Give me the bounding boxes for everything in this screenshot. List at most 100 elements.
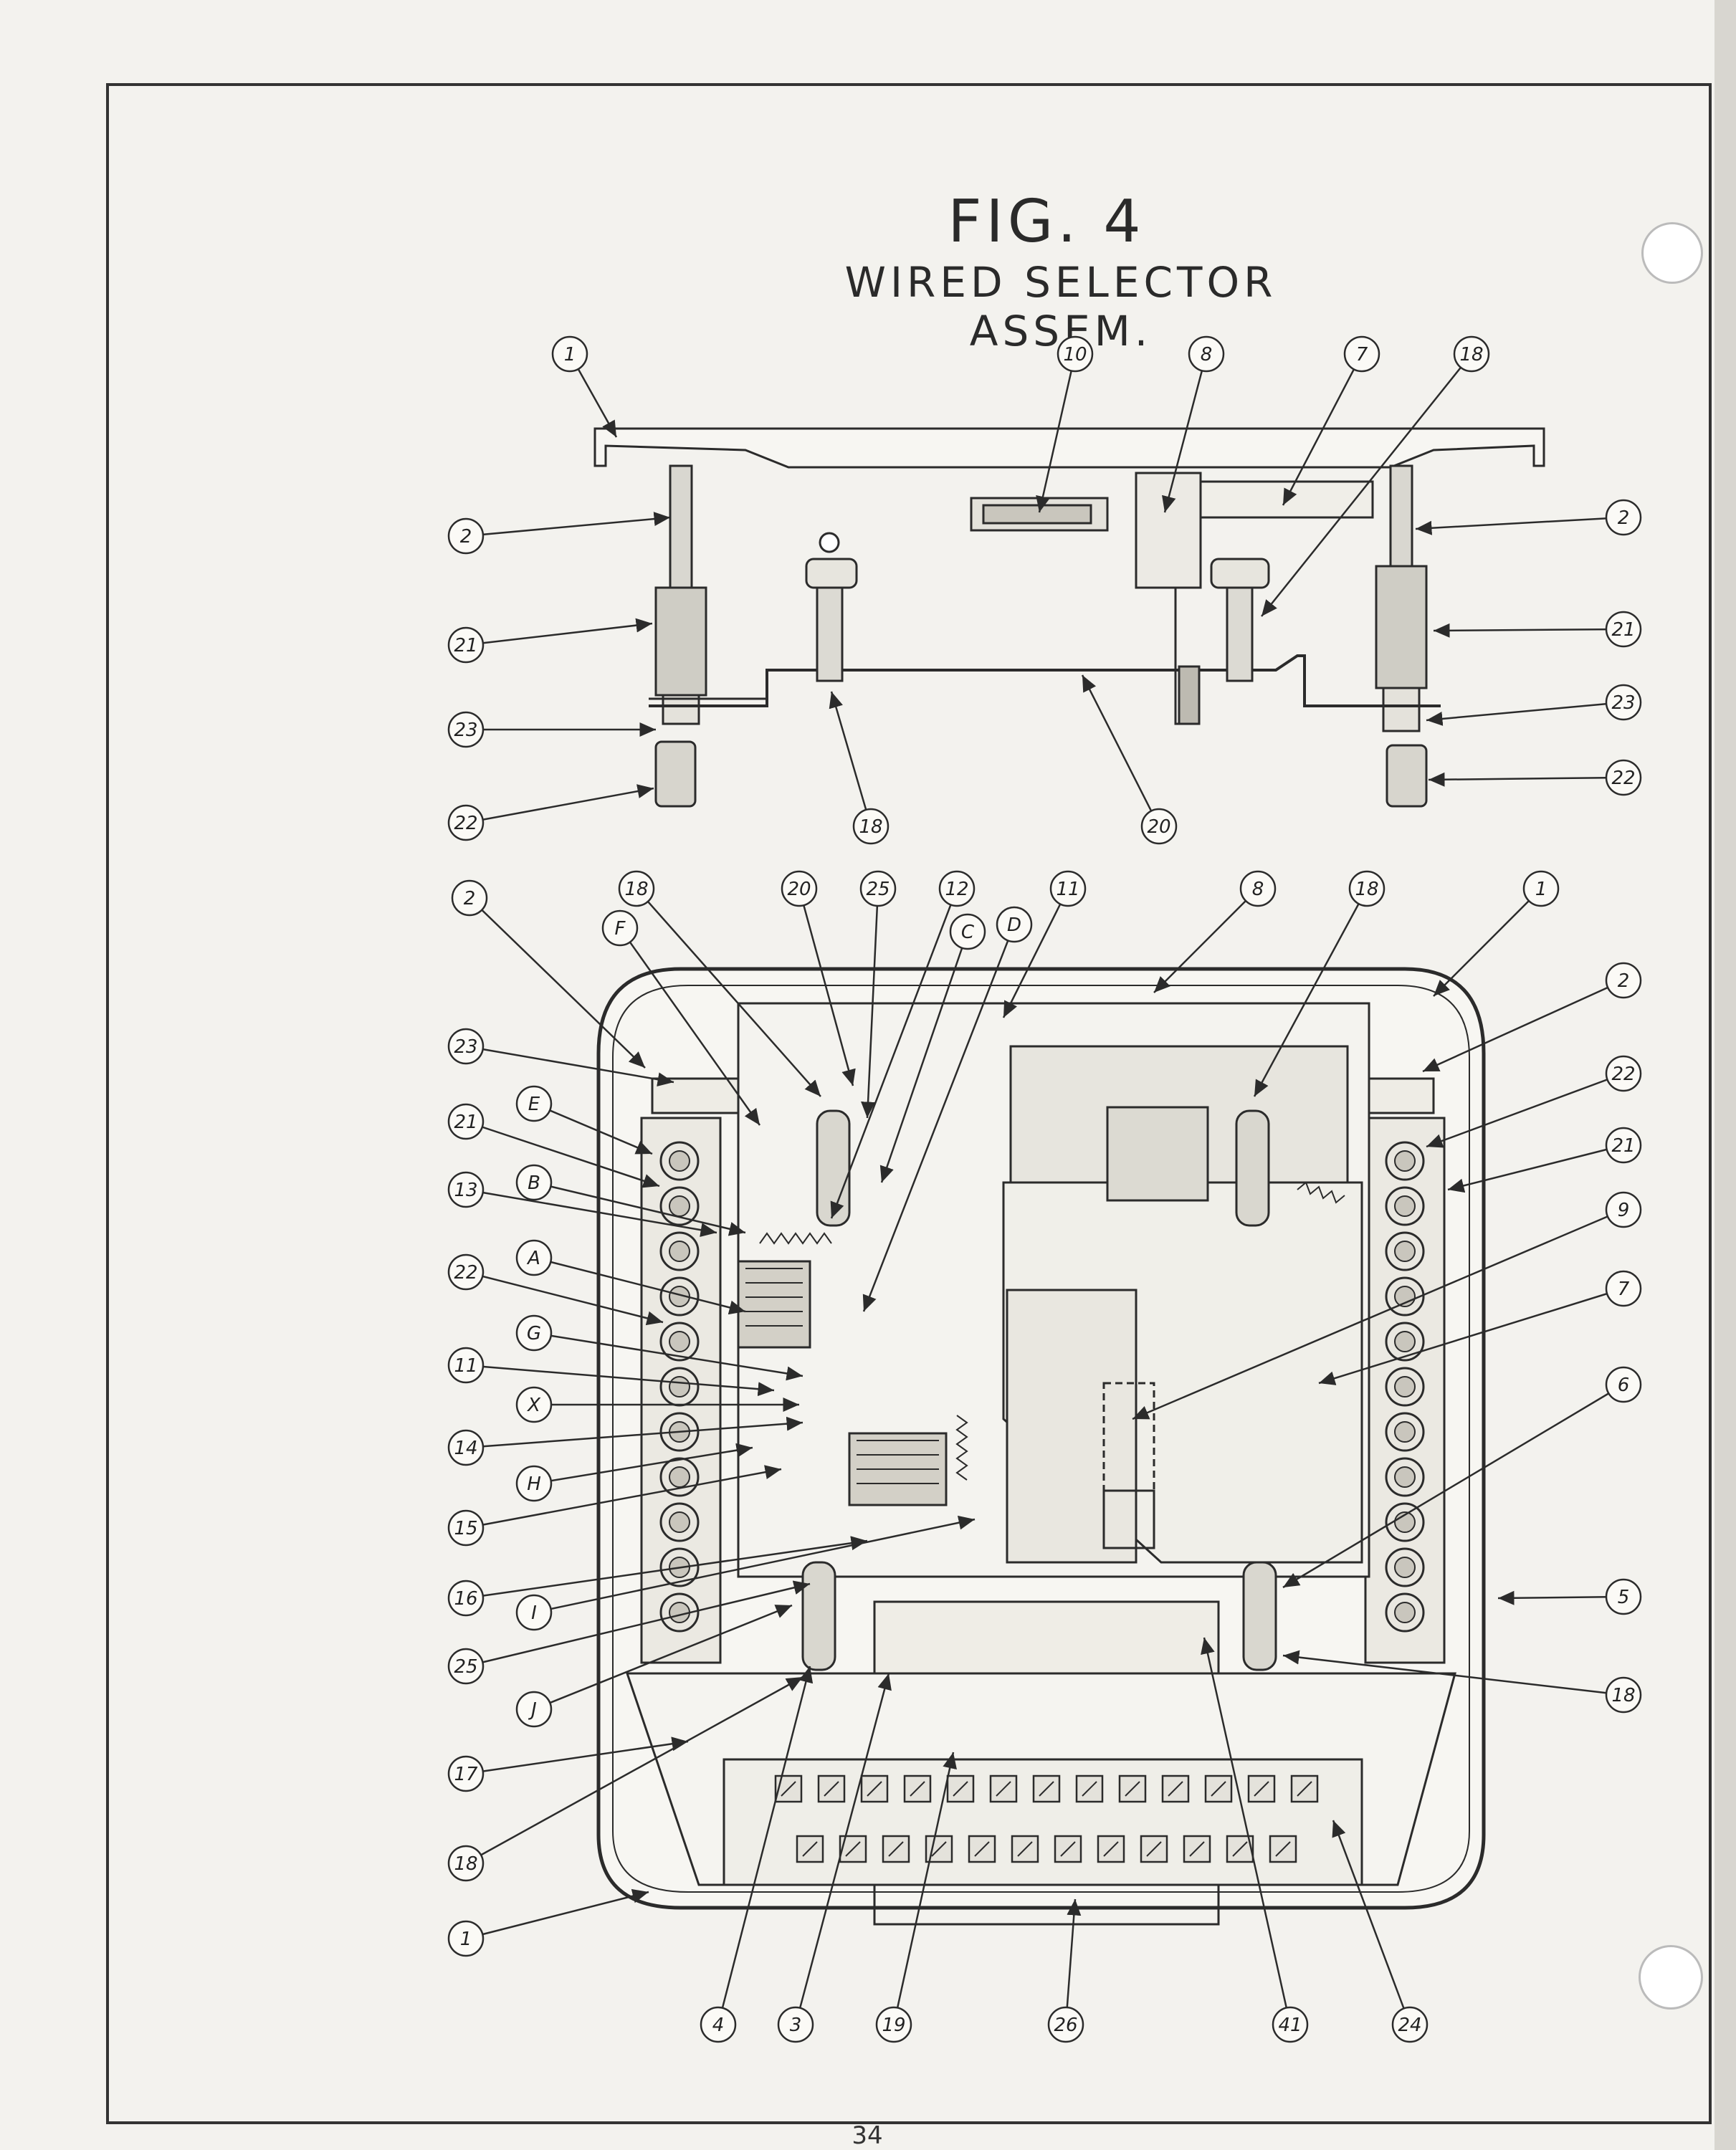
callout-bubble [447,1580,485,1617]
callout-bubble [1605,1578,1642,1615]
screw-slot [1039,1781,1054,1797]
callout-bubble [447,804,485,841]
terminal-set [659,1141,1425,1863]
callout-label: 12 [945,879,968,900]
drawing-border [106,83,1712,2124]
punch-hole-top [1641,222,1703,284]
right-post-sleeve [1375,565,1428,689]
callout-label: D [1007,914,1021,936]
callout: 41 [1201,1637,1309,2043]
callout-bubble [515,1164,553,1201]
leader-line [533,1181,746,1236]
leader-line [465,512,671,538]
callout-bubble [1605,1676,1642,1714]
callout: 12 [830,870,976,1219]
callout: 26 [1047,1898,1084,2043]
callout-label: 18 [1611,1685,1635,1706]
callout-bubble [996,906,1033,943]
leader-line [830,888,958,1219]
leader-line [533,1332,803,1381]
callout: 10 [1036,335,1094,513]
callout-bubble [447,1845,485,1882]
lower-bar [649,654,1441,707]
leader-line [636,888,821,1097]
screw-terminal-lower [1140,1835,1168,1863]
screw-slot [953,1781,968,1797]
screw-slot [996,1781,1011,1797]
callout-bubble [1605,1191,1642,1228]
callout-label: 41 [1278,2015,1302,2036]
terminal-core [669,1511,690,1533]
callout: 18 [1282,1650,1642,1714]
screw-slot [1168,1781,1183,1797]
leader-line [1282,353,1363,506]
figure-title: FIG. 4 [948,188,1145,256]
leader-line [1153,888,1259,993]
callout: I [515,1515,976,1631]
callout: 22 [447,1253,664,1326]
screw-slot [1017,1841,1033,1857]
callout: 11 [447,1347,775,1397]
coil-upper [737,1260,811,1349]
left-post-rod [669,464,693,589]
leader-line [861,888,879,1119]
terminal-core [1394,1241,1416,1262]
callout-label: 2 [1618,507,1630,529]
callout-label: 25 [866,879,890,900]
leader-line [1428,772,1624,787]
callout-label: B [528,1172,540,1194]
leader-line [465,784,654,824]
callout: 8 [1162,335,1225,513]
callout-label: 4 [712,2015,725,2036]
callout-bubble [447,711,485,748]
callout: 18 [618,870,821,1097]
figure-subtitle: WIRED SELECTOR ASSEM. [844,258,1277,355]
terminal-core [669,1150,690,1172]
screw-slot [1232,1841,1248,1857]
screw-slot [910,1781,925,1797]
callout-label: 8 [1252,879,1264,900]
callout: 13 [447,1171,717,1238]
callout: 22 [1428,759,1642,796]
leader-line [1081,674,1160,827]
callout-label: 21 [454,635,477,656]
callout: 22 [1426,1055,1642,1148]
callout-bubble [447,1028,485,1065]
callout-bubble [551,335,588,373]
callout-bubble [515,1314,553,1352]
screw-slot [888,1841,904,1857]
screw-slot [1082,1781,1097,1797]
callout: 4 [700,1666,814,2043]
callout-bubble [447,1648,485,1685]
plan-view [596,967,1486,1926]
terminal-core [669,1241,690,1262]
callout: J [515,1604,793,1728]
screw-terminal-lower [796,1835,824,1863]
screw-slot [802,1841,818,1857]
leader-line [1433,888,1542,997]
screw-slot [1125,1781,1140,1797]
leader-line [1318,1287,1624,1385]
leader-line [1447,1144,1624,1193]
callout-bubble [938,870,976,907]
callout: 25 [447,1580,811,1685]
callout: X [515,1386,799,1423]
terminal-core [669,1195,690,1217]
callout-label: 21 [1611,619,1635,641]
screw-slot [974,1841,990,1857]
callout: 2 [447,512,671,555]
callout-label: 18 [454,1853,477,1875]
callout: 19 [875,1752,957,2043]
leader-line [1426,1072,1624,1148]
callout: 21 [447,618,653,664]
spring-lower [955,1415,968,1481]
callout-label: 17 [454,1764,478,1785]
page-number: 34 [852,2121,883,2150]
screw-slot [931,1841,947,1857]
callout-label: 18 [859,816,882,838]
callout-label: I [531,1602,537,1624]
callout-bubble [515,1594,553,1631]
leader-line [465,1580,811,1668]
leader-line [533,1604,793,1711]
